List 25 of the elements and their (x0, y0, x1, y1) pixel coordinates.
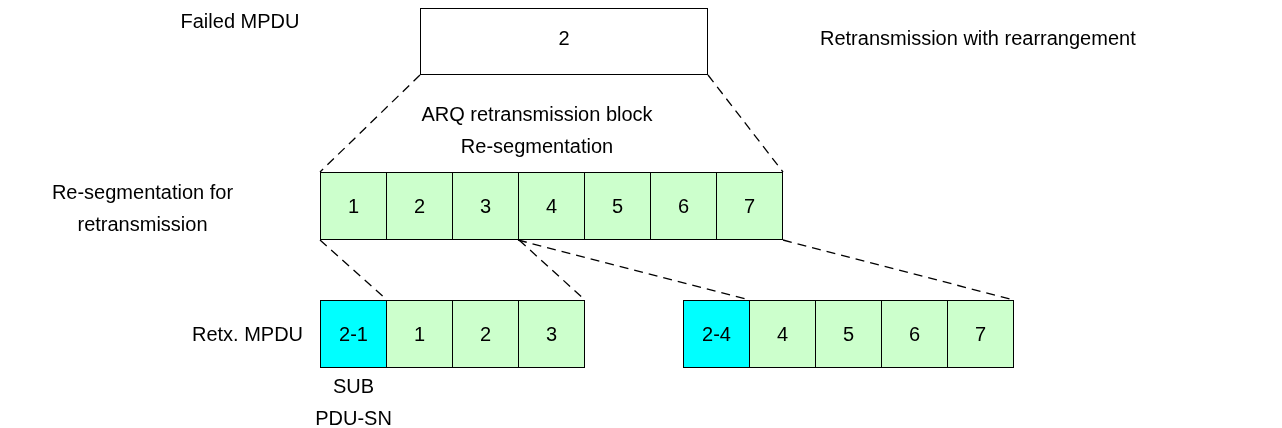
dashed-line (707, 74, 784, 173)
segment-cell: 1 (386, 300, 453, 368)
figure-note: Retransmission with rearrangement (820, 26, 1137, 51)
sub-pdu-sn-cell: 2-1 (320, 300, 387, 368)
segment-cell: 6 (650, 172, 717, 240)
row-label: Failed MPDU (179, 9, 301, 34)
field-caption: SUB PDU-SN (314, 374, 393, 428)
row-label: Re-segmentation for retransmission (50, 180, 235, 237)
sub-pdu-sn-cell: 2-4 (683, 300, 750, 368)
segment-cell: 1 (320, 172, 387, 240)
segment-cell: 2 (386, 172, 453, 240)
dashed-line (319, 74, 421, 173)
segment-cell: 5 (815, 300, 882, 368)
segment-cell: 7 (947, 300, 1014, 368)
mpdu-box: 2 (420, 8, 708, 75)
block-caption: ARQ retransmission block Re-segmentation (420, 102, 654, 159)
segment-cell: 4 (749, 300, 816, 368)
segment-cell: 4 (518, 172, 585, 240)
segment-cell: 5 (584, 172, 651, 240)
segment-cell: 6 (881, 300, 948, 368)
segment-cell: 2 (452, 300, 519, 368)
segment-cell: 3 (518, 300, 585, 368)
segment-cell: 3 (452, 172, 519, 240)
segment-cell: 7 (716, 172, 783, 240)
row-label: Retx. MPDU (190, 322, 305, 347)
